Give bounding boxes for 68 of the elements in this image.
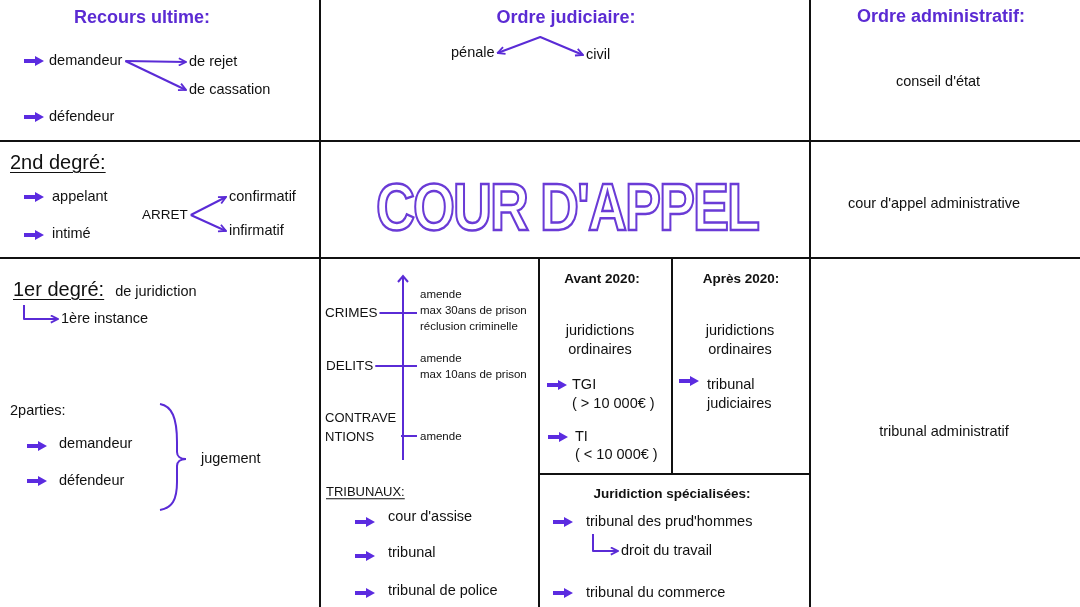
party-label: appelant [52,187,108,207]
offense-category: CONTRAVE NTIONS [325,408,399,446]
outcome-label: de cassation [189,79,271,101]
outcome-label: confirmatif [229,186,296,208]
connector-line [400,435,418,437]
court-name: conseil d'état [895,72,981,92]
court-name: tribunal judiciaires [707,375,773,413]
connector-line [374,365,418,367]
arrow [23,304,59,324]
court-name: cour d'assise [388,507,473,527]
arrow [189,196,227,216]
column-heading: Juridiction spécialisées: [593,484,751,503]
banner-title: COUR D'APPEL [376,172,758,240]
branch-label: pénale [451,42,495,64]
penalty-text: max 10ans de prison [420,367,527,382]
level-heading: 1er degré: [13,277,105,302]
penalty-text: amende [420,428,462,444]
outcome-label: jugement [201,449,261,469]
level-label: 1ère instance [61,308,149,330]
level-heading: 2nd degré: [10,150,106,175]
court-name: tribunal de police [388,581,498,601]
arrow [124,60,187,92]
offense-category: CRIMES [325,302,378,324]
party-label: défendeur [49,107,115,127]
penalty-text: réclusion criminelle [420,319,519,334]
penalty-text: amende [420,351,463,366]
note-text: 2parties: [10,401,66,421]
court-name: tribunal des prud'hommes [586,511,753,533]
court-name: tribunal administratif [879,422,1009,442]
category-label: juridictions ordinaires [704,321,776,359]
penalty-text: max 30ans de prison [420,303,527,318]
branch-label: civil [586,44,611,66]
section-heading: Ordre administratif: [857,4,1025,28]
double-arrow [496,36,584,57]
section-heading: Ordre judiciaire: [496,5,636,29]
outcome-label: infirmatif [229,220,284,242]
court-name: TI [575,427,588,447]
party-label: intimé [52,224,91,244]
category-label: juridictions ordinaires [564,321,636,359]
court-name: tribunal du commerce [586,583,726,603]
topic-label: droit du travail [621,540,713,562]
arrow [592,532,619,556]
amount-range: ( > 10 000€ ) [572,394,655,414]
section-panel [321,142,811,259]
court-name: tribunal [388,543,436,563]
section-panel [321,0,811,142]
column-heading: Après 2020: [702,269,780,288]
column-heading: Avant 2020: [564,269,640,288]
list-heading: TRIBUNAUX: [326,483,405,502]
section-panel [0,0,321,142]
party-label: demandeur [49,50,123,72]
party-label: défendeur [59,471,125,491]
decision-label: ARRET [142,204,188,226]
section-panel [0,142,321,259]
offense-category: DELITS [326,355,374,377]
arrow [189,214,227,233]
note-text: de juridiction [115,282,197,301]
arrow [124,57,187,67]
connector-line [378,312,418,314]
section-panel [673,259,811,475]
section-panel [540,259,673,475]
court-name: cour d'appel administrative [848,194,1020,214]
court-name: TGI [572,375,597,395]
section-heading: Recours ultime: [74,5,210,29]
penalty-text: amende [420,287,463,302]
outcome-label: de rejet [189,51,238,73]
party-label: demandeur [59,434,133,454]
amount-range: ( < 10 000€ ) [575,445,658,465]
